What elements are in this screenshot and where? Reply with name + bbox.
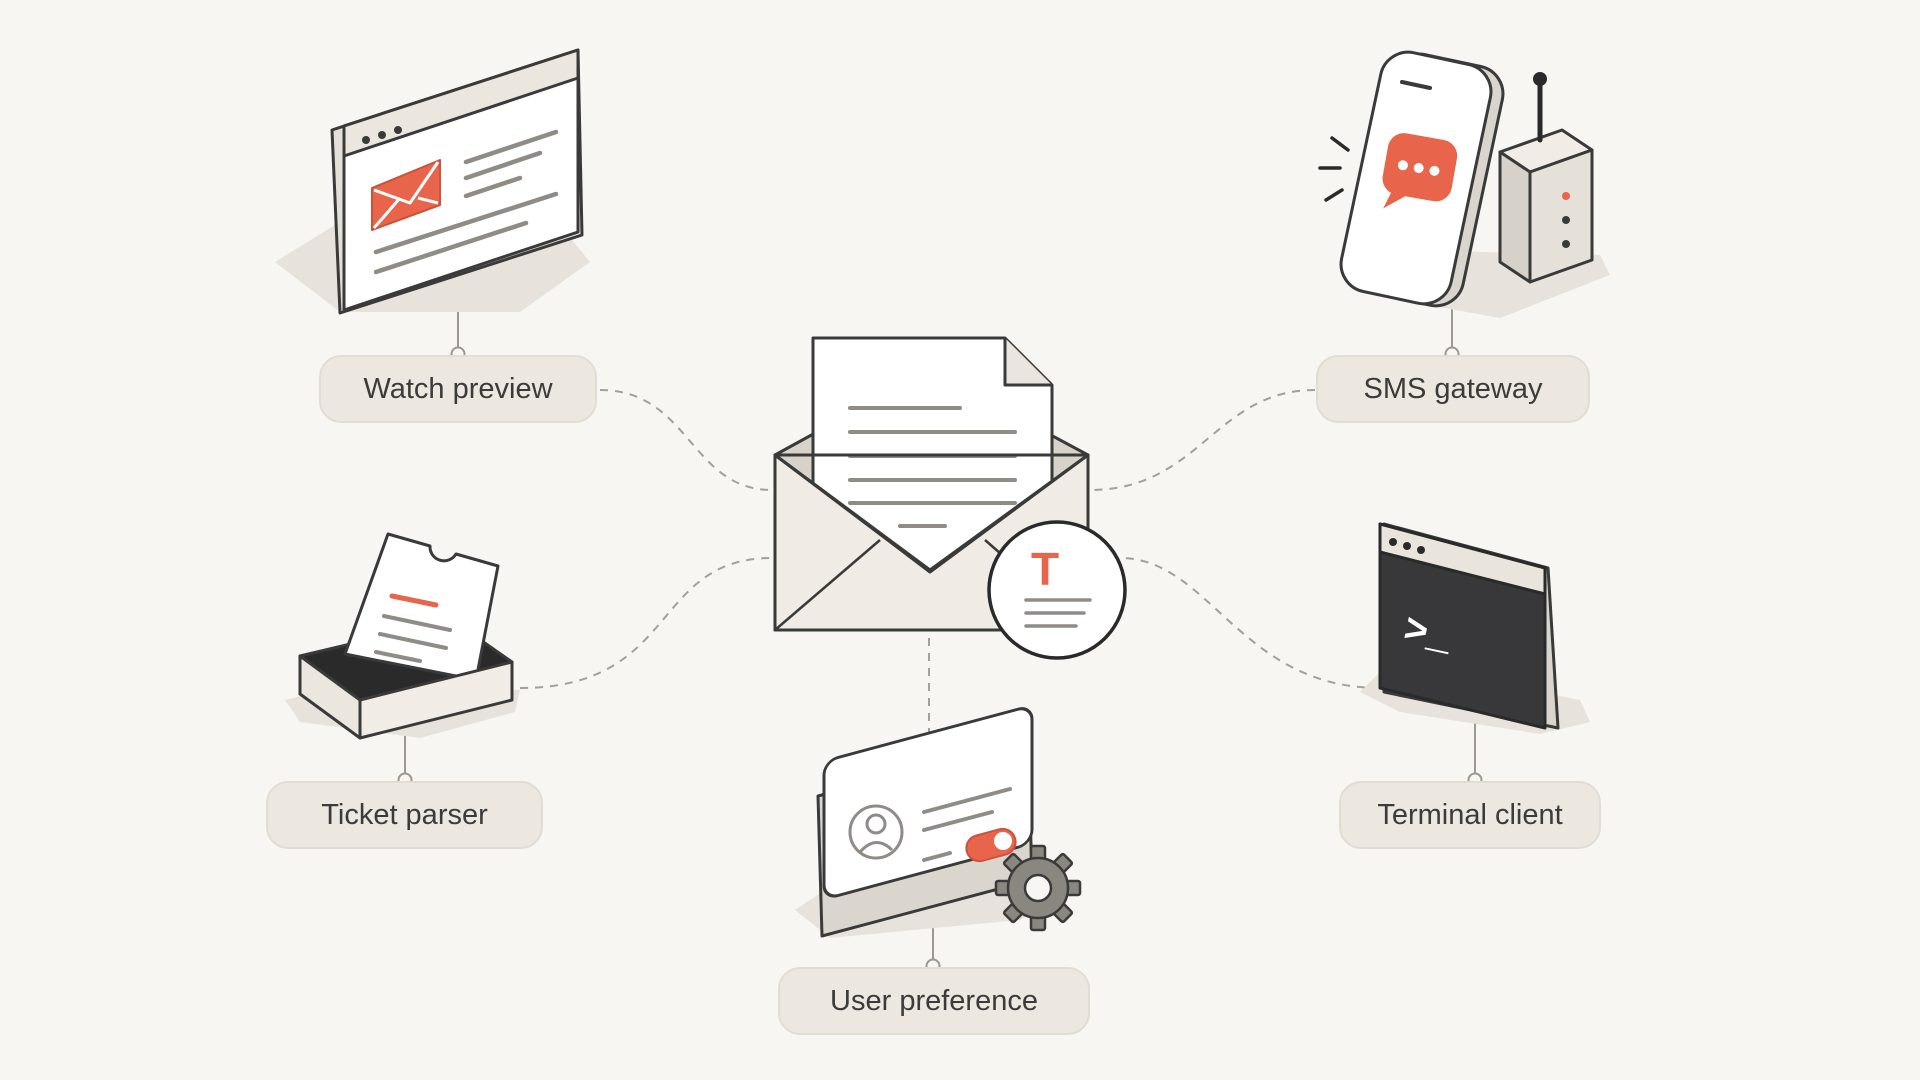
connector-terminal-client: [1119, 557, 1381, 689]
template-badge-letter: T: [1031, 543, 1059, 595]
node-label: Ticket parser: [321, 799, 488, 831]
email-envelope-icon: [371, 159, 441, 231]
ticket: [343, 532, 500, 682]
template-badge: T: [987, 520, 1127, 660]
node-label: SMS gateway: [1363, 373, 1543, 405]
node-watch-preview[interactable]: Watch preview: [319, 355, 597, 423]
toggle-switch-icon: [965, 827, 1017, 863]
phone-icon: [1339, 50, 1505, 308]
node-ticket-parser[interactable]: Ticket parser: [266, 781, 543, 849]
terminal-prompt-text: >_: [1399, 609, 1456, 663]
node-label: Terminal client: [1377, 799, 1563, 831]
chat-bubble-icon: [1382, 133, 1458, 209]
node-label: User preference: [830, 985, 1038, 1017]
router-icon: [1498, 72, 1594, 284]
gear-icon: [994, 844, 1082, 932]
connector-watch-preview: [599, 389, 773, 491]
node-user-preference[interactable]: User preference: [778, 967, 1090, 1035]
node-label: Watch preview: [363, 373, 553, 405]
envelope-with-template-icon: T: [773, 336, 1127, 660]
ticket-tray-icon: [285, 532, 520, 740]
connector-sms-gateway: [1089, 389, 1316, 491]
signal-lines: [1318, 136, 1350, 202]
node-terminal-client[interactable]: Terminal client: [1339, 781, 1601, 849]
avatar-icon: [848, 804, 904, 860]
connector-ticket-parser: [519, 557, 773, 689]
profile-card-settings-icon: [795, 707, 1082, 938]
browser-email-icon: [275, 48, 590, 315]
connectors: [519, 389, 1381, 748]
phone-router-icon: [1318, 50, 1610, 318]
node-sms-gateway[interactable]: SMS gateway: [1316, 355, 1590, 423]
terminal-window-icon: >_: [1360, 522, 1590, 734]
